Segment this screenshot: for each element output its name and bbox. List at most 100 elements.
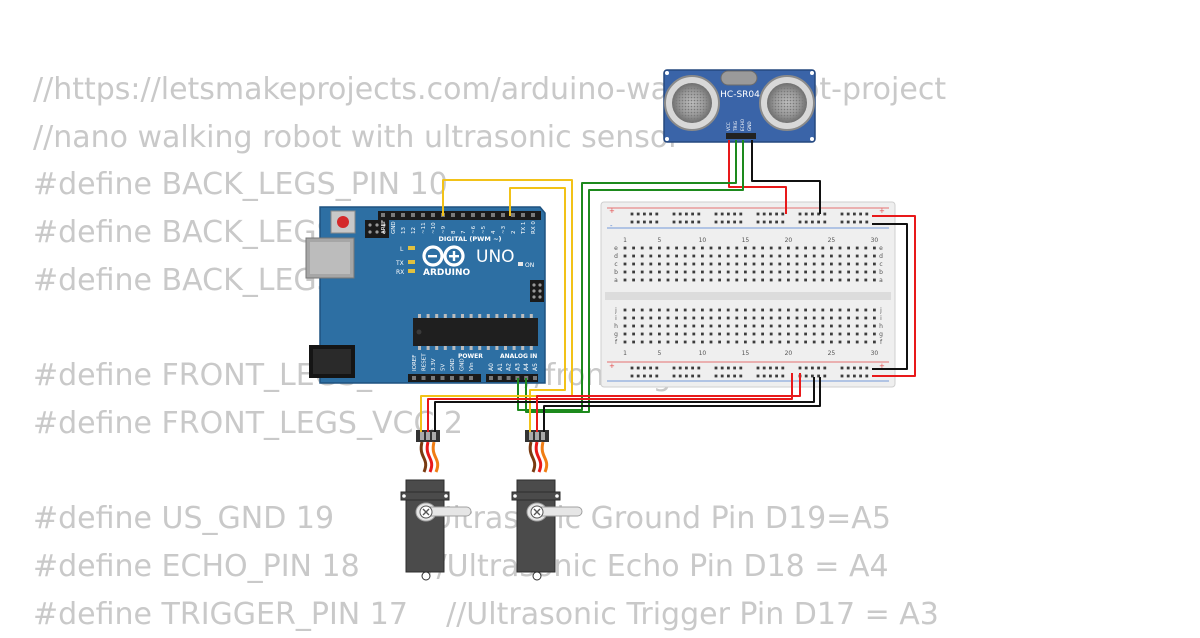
power-pin-label: 5V — [441, 364, 447, 371]
power-pin-label: Vin — [469, 362, 475, 371]
sensor-pin-trig: TRIG — [733, 121, 738, 132]
digital-pin-label: ~6 — [471, 225, 477, 234]
digital-header-pins — [381, 213, 535, 217]
code-line: #define ECHO_PIN 18 //Ultrasonic Echo Pi… — [33, 548, 889, 584]
code-line: #define TRIGGER_PIN 17 //Ultrasonic Trig… — [33, 596, 939, 632]
power-pin-label: RESET — [422, 353, 428, 371]
row-letter: a — [614, 277, 618, 284]
wire-back-servo-gnd — [434, 377, 815, 432]
row-letter: b — [614, 269, 618, 276]
code-listing: //https://letsmakeprojects.com/arduino-w… — [33, 66, 946, 638]
sensor-pin-echo: ECHO — [740, 118, 745, 131]
power-pin-label: GND — [450, 358, 456, 371]
wire-sensor-vcc — [728, 140, 787, 214]
row-letter: h — [879, 323, 883, 330]
wire-back-servo-vcc — [427, 373, 793, 432]
crystal — [720, 70, 758, 86]
digital-pin-label: 13 — [401, 227, 407, 234]
row-letter: i — [615, 315, 617, 322]
digital-pin-label: RX 0 — [531, 221, 537, 234]
digital-pin-label: TX 1 — [521, 222, 527, 235]
power-label: POWER — [458, 353, 483, 360]
analog-pin-label: A0 — [488, 363, 495, 371]
power-pin-label: IOREF — [412, 355, 418, 371]
row-letter: d — [879, 253, 883, 260]
sensor-pin-vcc: VCC — [726, 122, 731, 131]
wire-rail-red-jumper — [872, 215, 916, 377]
wire-front-servo-vcc — [536, 373, 801, 432]
on-led — [518, 262, 523, 266]
on-led-label: ON — [525, 262, 534, 269]
led-label-tx: TX — [395, 260, 404, 267]
column-number-bottom: 30 — [871, 350, 879, 357]
transducer-left — [664, 75, 720, 131]
digital-pin-label: ~5 — [481, 225, 487, 234]
analog-pin-label: A4 — [523, 363, 530, 371]
column-number-bottom: 15 — [742, 350, 750, 357]
row-letter: b — [879, 269, 883, 276]
rail-plus-bottom-left: + — [609, 362, 615, 370]
reset-button — [330, 210, 356, 234]
code-line: #define BACK_LEGS_PIN 10 — [33, 167, 448, 203]
sensor-pin-labels: VCC TRIG ECHO GND — [726, 118, 752, 132]
led-label-l: L — [400, 246, 404, 253]
digital-pin-label: ~11 — [421, 222, 427, 234]
digital-pin-label: GND — [391, 221, 397, 234]
column-number-top: 30 — [871, 237, 879, 244]
digital-pin-label: 7 — [461, 230, 467, 234]
analog-header — [486, 374, 538, 382]
row-letter: c — [879, 261, 882, 268]
rail-plus-top-right: + — [879, 207, 885, 215]
rail-plus-bottom-right: + — [879, 362, 885, 370]
column-number-bottom: 10 — [699, 350, 707, 357]
row-letter: h — [614, 323, 618, 330]
digital-pin-label: AREF — [381, 220, 387, 234]
column-number-bottom: 20 — [785, 350, 793, 357]
row-letter: f — [880, 339, 883, 346]
row-letter: g — [879, 331, 883, 338]
icsp-header-right — [530, 280, 544, 302]
row-letter: g — [614, 331, 618, 338]
wire-front-legs-signal — [509, 187, 566, 432]
row-letter: e — [879, 245, 883, 252]
analog-pin-label: A3 — [514, 363, 521, 371]
analog-pin-label: A5 — [532, 363, 539, 371]
status-leds: L TX RX — [395, 246, 415, 276]
digital-pin-label: ~10 — [431, 222, 437, 234]
column-number-bottom: 5 — [657, 350, 661, 357]
servo-back — [400, 430, 472, 581]
rail-plus-top-left: + — [609, 207, 615, 215]
code-line: //nano walking robot with ultrasonic sen… — [33, 119, 681, 155]
code-line: #define FRONT_LEGS_VCC 2 — [33, 405, 464, 441]
arduino-logo-icon — [422, 245, 465, 267]
wire-back-legs-signal — [420, 179, 573, 432]
digital-pin-label: 4 — [491, 230, 497, 234]
digital-pin-label: 12 — [411, 227, 417, 234]
column-number-top: 10 — [699, 237, 707, 244]
row-letter: j — [614, 307, 617, 314]
sensor-model-label: HC-SR04 — [720, 90, 760, 100]
row-letter: e — [614, 245, 618, 252]
column-number-top: 25 — [828, 237, 836, 244]
arduino-model-label: UNO — [476, 247, 515, 267]
wire-sensor-trig — [517, 140, 737, 411]
code-line: #define BACK_LEGS_ — [33, 215, 351, 251]
icsp-header-top — [365, 220, 389, 238]
column-number-top: 5 — [657, 237, 661, 244]
transducer-right — [759, 75, 815, 131]
row-letter: c — [614, 261, 617, 268]
sensor-pin-gnd: GND — [747, 121, 752, 131]
row-letter: i — [880, 315, 882, 322]
digital-pin-label: 8 — [451, 230, 457, 234]
digital-header — [378, 211, 541, 220]
digital-pin-label: ~3 — [501, 225, 507, 234]
sensor-pin-header — [726, 133, 756, 139]
column-number-top: 1 — [623, 237, 627, 244]
breadboard-center-channel — [605, 292, 891, 300]
row-letter: f — [615, 339, 618, 346]
